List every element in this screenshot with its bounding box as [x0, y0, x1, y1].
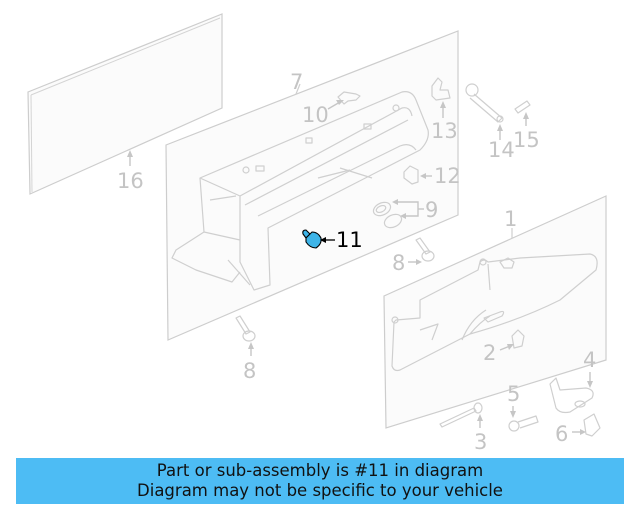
- callout-12[interactable]: 12: [434, 164, 461, 188]
- callout-2[interactable]: 2: [483, 341, 496, 365]
- callout-5[interactable]: 5: [507, 382, 520, 406]
- part-6-cap: 6: [555, 413, 601, 446]
- callout-6[interactable]: 6: [555, 422, 568, 446]
- callout-8-upper[interactable]: 8: [392, 251, 405, 275]
- callout-8-lower[interactable]: 8: [243, 359, 256, 383]
- callout-14[interactable]: 14: [488, 138, 515, 162]
- part-1-door: 1: [383, 195, 607, 429]
- part-7-housing: 7: [165, 30, 459, 341]
- part-10-clip: 10: [302, 91, 361, 127]
- callout-9[interactable]: 9: [425, 198, 438, 222]
- part-2-bumper: 2: [483, 329, 525, 365]
- part-8-screw-upper: 8: [392, 237, 435, 275]
- banner-line-2: Diagram may not be specific to your vehi…: [137, 481, 503, 500]
- part-11-highlighted[interactable]: 11: [302, 228, 363, 252]
- part-5-bolt: 5: [507, 382, 539, 432]
- callout-3[interactable]: 3: [474, 430, 487, 454]
- part-9-grommets: 9: [372, 198, 438, 229]
- callout-4[interactable]: 4: [583, 348, 596, 372]
- part-4-latch: 4: [549, 348, 596, 414]
- part-8-screw-lower: 8: [235, 315, 256, 383]
- callout-1[interactable]: 1: [504, 207, 517, 231]
- callout-10[interactable]: 10: [302, 103, 329, 127]
- part-14-damper: 14: [465, 83, 515, 162]
- part-3-rod: 3: [439, 402, 487, 454]
- banner-line-1: Part or sub-assembly is #11 in diagram: [156, 461, 484, 480]
- callout-13[interactable]: 13: [431, 119, 458, 143]
- part-15-pin: 15: [513, 100, 540, 152]
- callout-11[interactable]: 11: [336, 228, 363, 252]
- callout-16[interactable]: 16: [117, 169, 144, 193]
- part-16-panel: 16: [27, 13, 223, 195]
- part-12-stopper: 12: [403, 164, 461, 188]
- part-13-bracket: 13: [431, 77, 458, 143]
- callout-7[interactable]: 7: [290, 70, 303, 94]
- callout-15[interactable]: 15: [513, 128, 540, 152]
- info-banner: Part or sub-assembly is #11 in diagram D…: [16, 458, 624, 504]
